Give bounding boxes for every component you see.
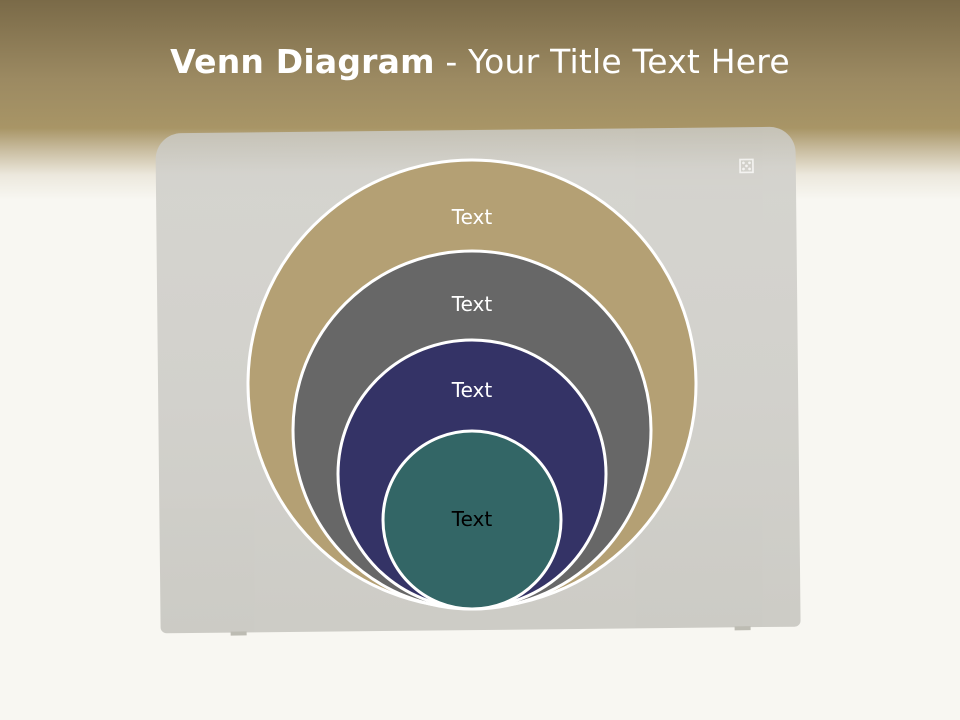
circle-inner xyxy=(381,429,563,611)
circle-label-second: Text xyxy=(451,292,493,316)
slide-title: Venn Diagram - Your Title Text Here xyxy=(0,40,960,84)
circle-label-third: Text xyxy=(451,378,493,402)
circle-label-outer: Text xyxy=(451,205,493,229)
title-bold: Venn Diagram xyxy=(170,42,435,81)
title-rest: - Your Title Text Here xyxy=(434,42,790,81)
circle-label-inner: Text xyxy=(451,507,493,531)
